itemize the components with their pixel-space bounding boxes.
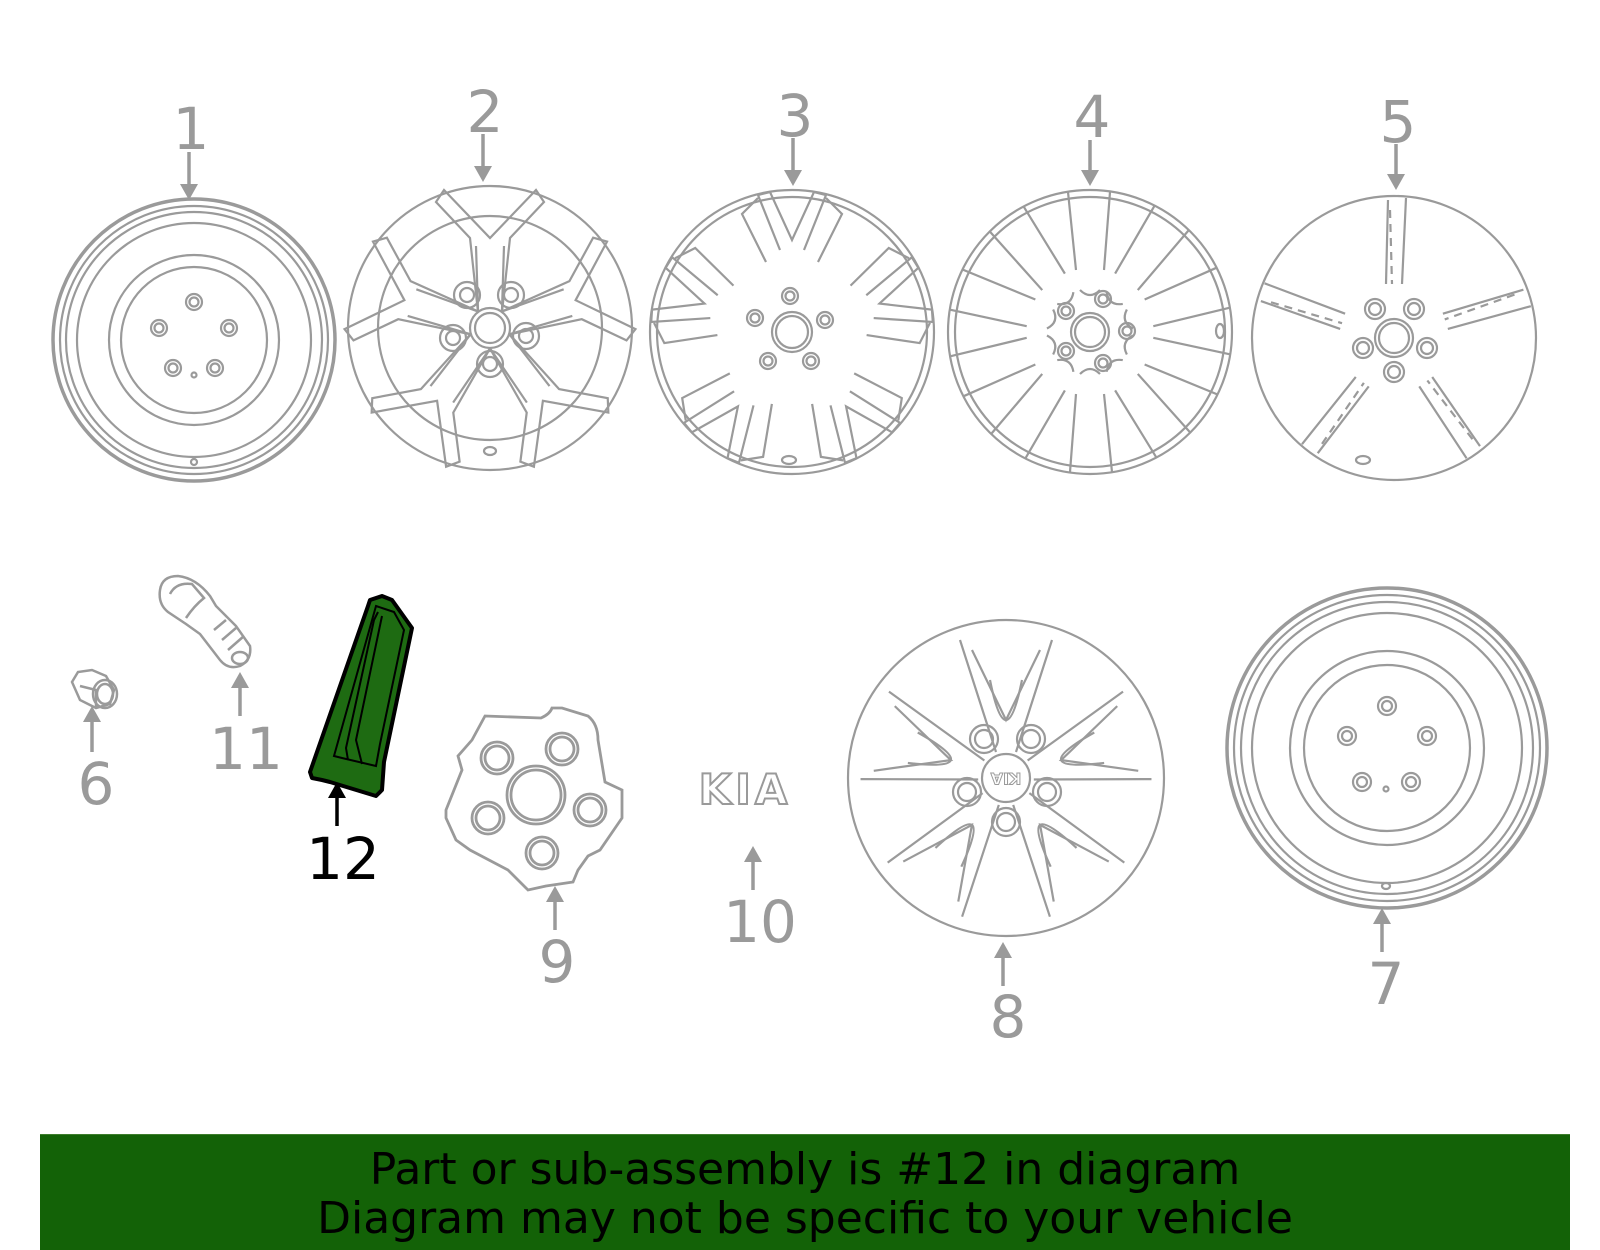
arrow-head-5 (1387, 174, 1405, 190)
arrow-head-2 (474, 166, 492, 182)
part-11-valve-stem[interactable] (158, 574, 252, 669)
callout-label-9: 9 (538, 928, 576, 996)
callout-label-3: 3 (776, 82, 814, 150)
part-4-alloy-wheel[interactable] (946, 188, 1234, 476)
callout-label-4: 4 (1073, 83, 1111, 151)
part-9-center-cap[interactable] (444, 706, 624, 892)
callout-label-7: 7 (1367, 950, 1405, 1018)
svg-text:KIA: KIA (699, 765, 792, 814)
svg-text:KIA: KIA (990, 769, 1021, 788)
callout-label-12: 12 (306, 825, 380, 893)
callout-label-6: 6 (77, 750, 115, 818)
part-6-lug-nut[interactable] (70, 668, 119, 710)
part-8-alloy-wheel[interactable]: KIA (846, 618, 1166, 938)
info-banner: Part or sub-assembly is #12 in diagram D… (40, 1134, 1570, 1250)
arrow-head-3 (784, 170, 802, 186)
banner-line-part-number: Part or sub-assembly is #12 in diagram (369, 1144, 1241, 1195)
part-5-alloy-wheel[interactable] (1250, 194, 1538, 482)
part-7-spare-steel-wheel[interactable] (1225, 586, 1549, 910)
part-3-alloy-wheel[interactable] (642, 188, 942, 476)
arrow-head-4 (1081, 170, 1099, 186)
callout-label-11: 11 (209, 715, 283, 783)
part-2-alloy-wheel[interactable] (340, 184, 640, 473)
part-10-kia-emblem[interactable]: KIA (698, 764, 792, 815)
part-12-spoke-insert[interactable] (308, 594, 414, 798)
part-1-steel-wheel[interactable] (51, 197, 337, 483)
callout-label-1: 1 (172, 95, 210, 163)
callout-label-5: 5 (1379, 88, 1417, 156)
arrow-head-1 (180, 184, 198, 200)
callout-label-2: 2 (466, 78, 504, 146)
banner-line-disclaimer: Diagram may not be specific to your vehi… (317, 1193, 1293, 1244)
callout-label-10: 10 (723, 888, 797, 956)
callout-label-8: 8 (989, 983, 1027, 1051)
